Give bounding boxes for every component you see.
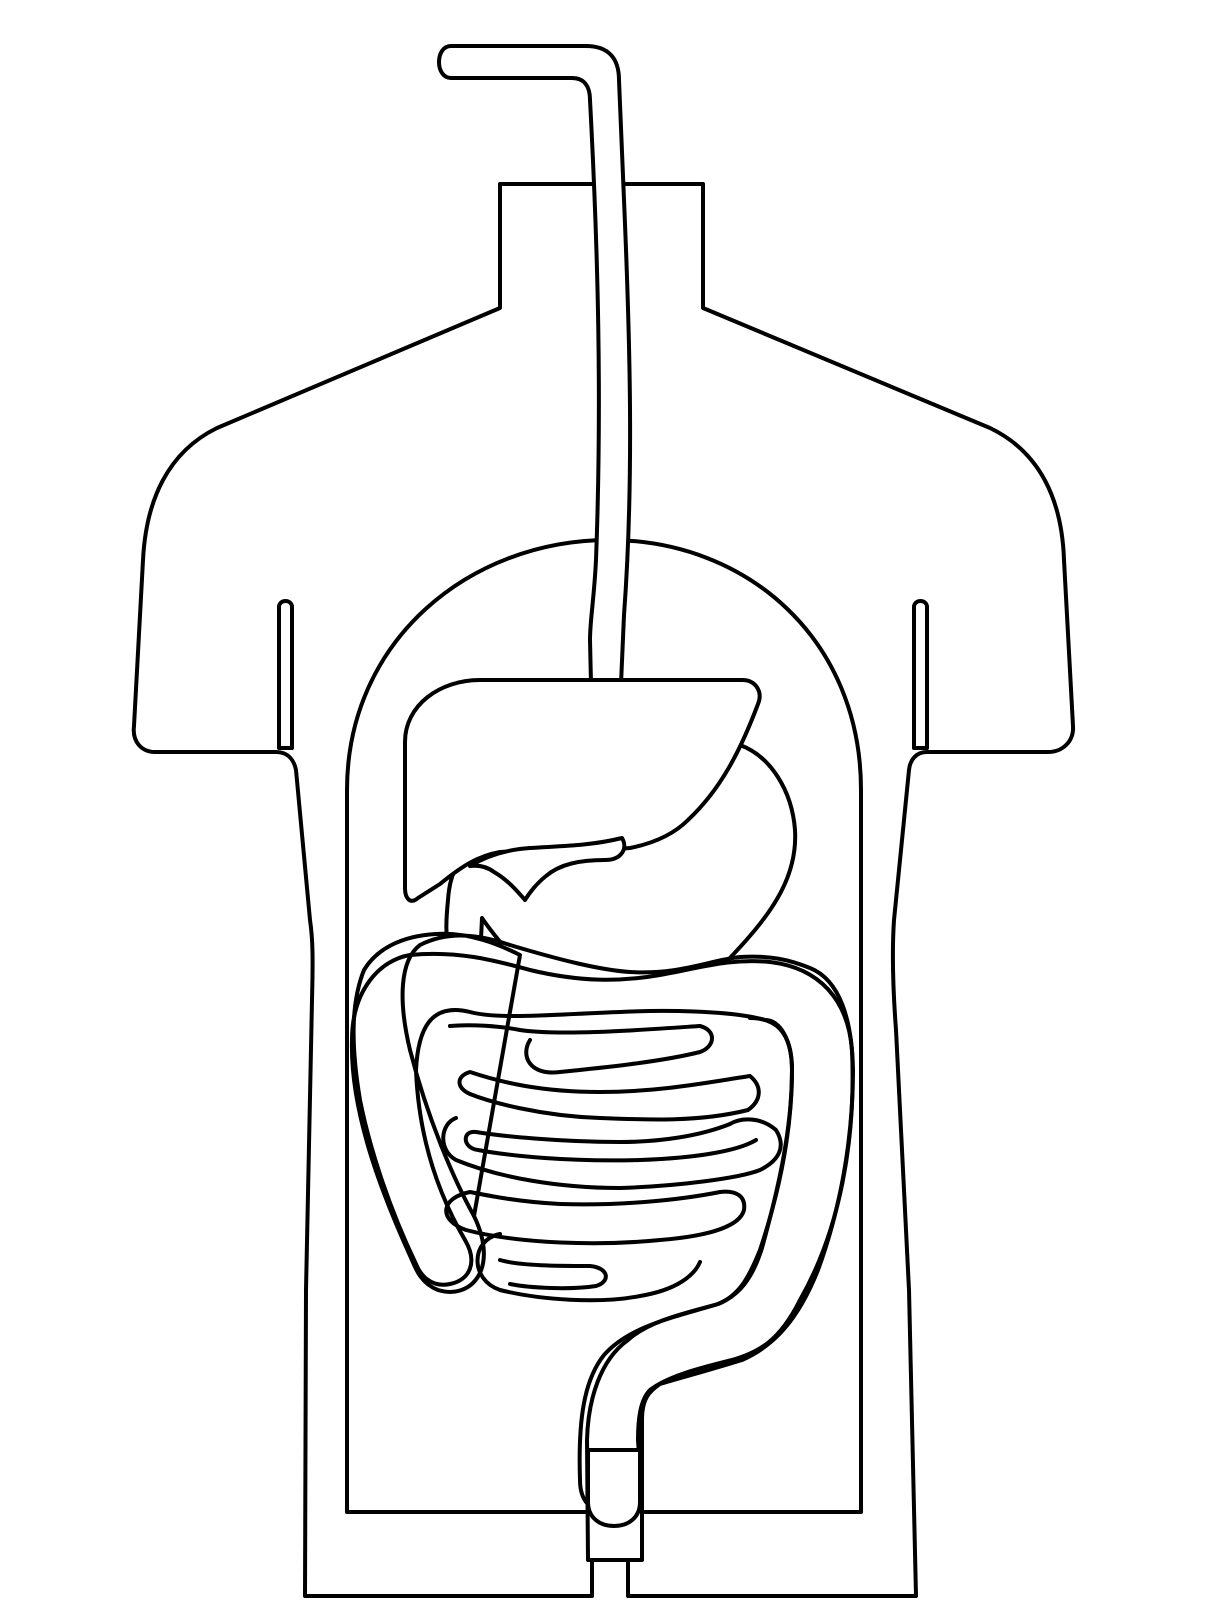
rectum — [586, 1448, 642, 1528]
colon-outer-contour — [349, 951, 855, 1514]
torso-outline — [131, 182, 1076, 1598]
small-intestine — [441, 1023, 783, 1303]
esophagus — [437, 44, 633, 686]
gallbladder — [468, 836, 627, 902]
left-arm-slit — [277, 599, 294, 750]
right-arm-slit — [912, 599, 929, 750]
